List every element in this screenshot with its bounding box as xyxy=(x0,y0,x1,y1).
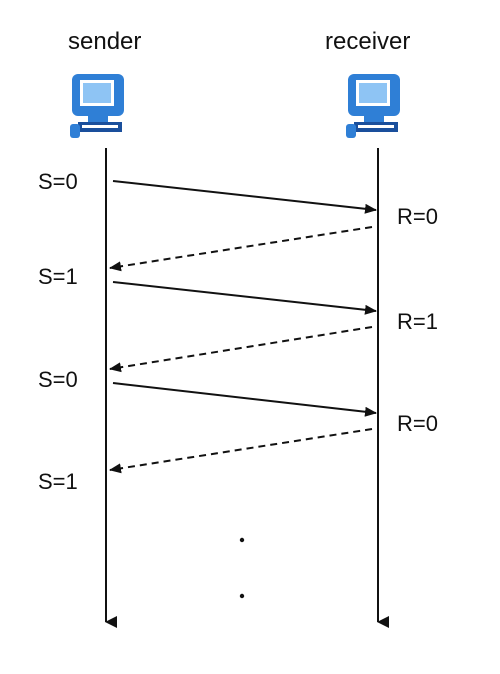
sender-state-3: S=0 xyxy=(38,367,78,392)
data-arrow-3 xyxy=(112,382,377,417)
continuation-dot-1 xyxy=(239,537,245,543)
sender-state-4: S=1 xyxy=(38,469,78,494)
receiver-state-2: R=1 xyxy=(397,309,438,334)
receiver-state-3: R=0 xyxy=(397,411,438,436)
ack-arrow-3 xyxy=(109,428,373,474)
data-arrow-1 xyxy=(112,180,377,214)
data-arrow-2 xyxy=(112,281,377,315)
sender-computer-icon xyxy=(70,74,124,138)
receiver-title: receiver xyxy=(325,28,411,55)
sender-state-2: S=1 xyxy=(38,264,78,289)
ack-arrow-2 xyxy=(109,326,373,373)
ack-arrow-1 xyxy=(109,226,373,272)
sender-state-1: S=0 xyxy=(38,169,78,194)
sender-title: sender xyxy=(68,28,142,55)
continuation-dot-2 xyxy=(239,593,245,599)
receiver-computer-icon xyxy=(346,74,400,138)
receiver-state-1: R=0 xyxy=(397,204,438,229)
